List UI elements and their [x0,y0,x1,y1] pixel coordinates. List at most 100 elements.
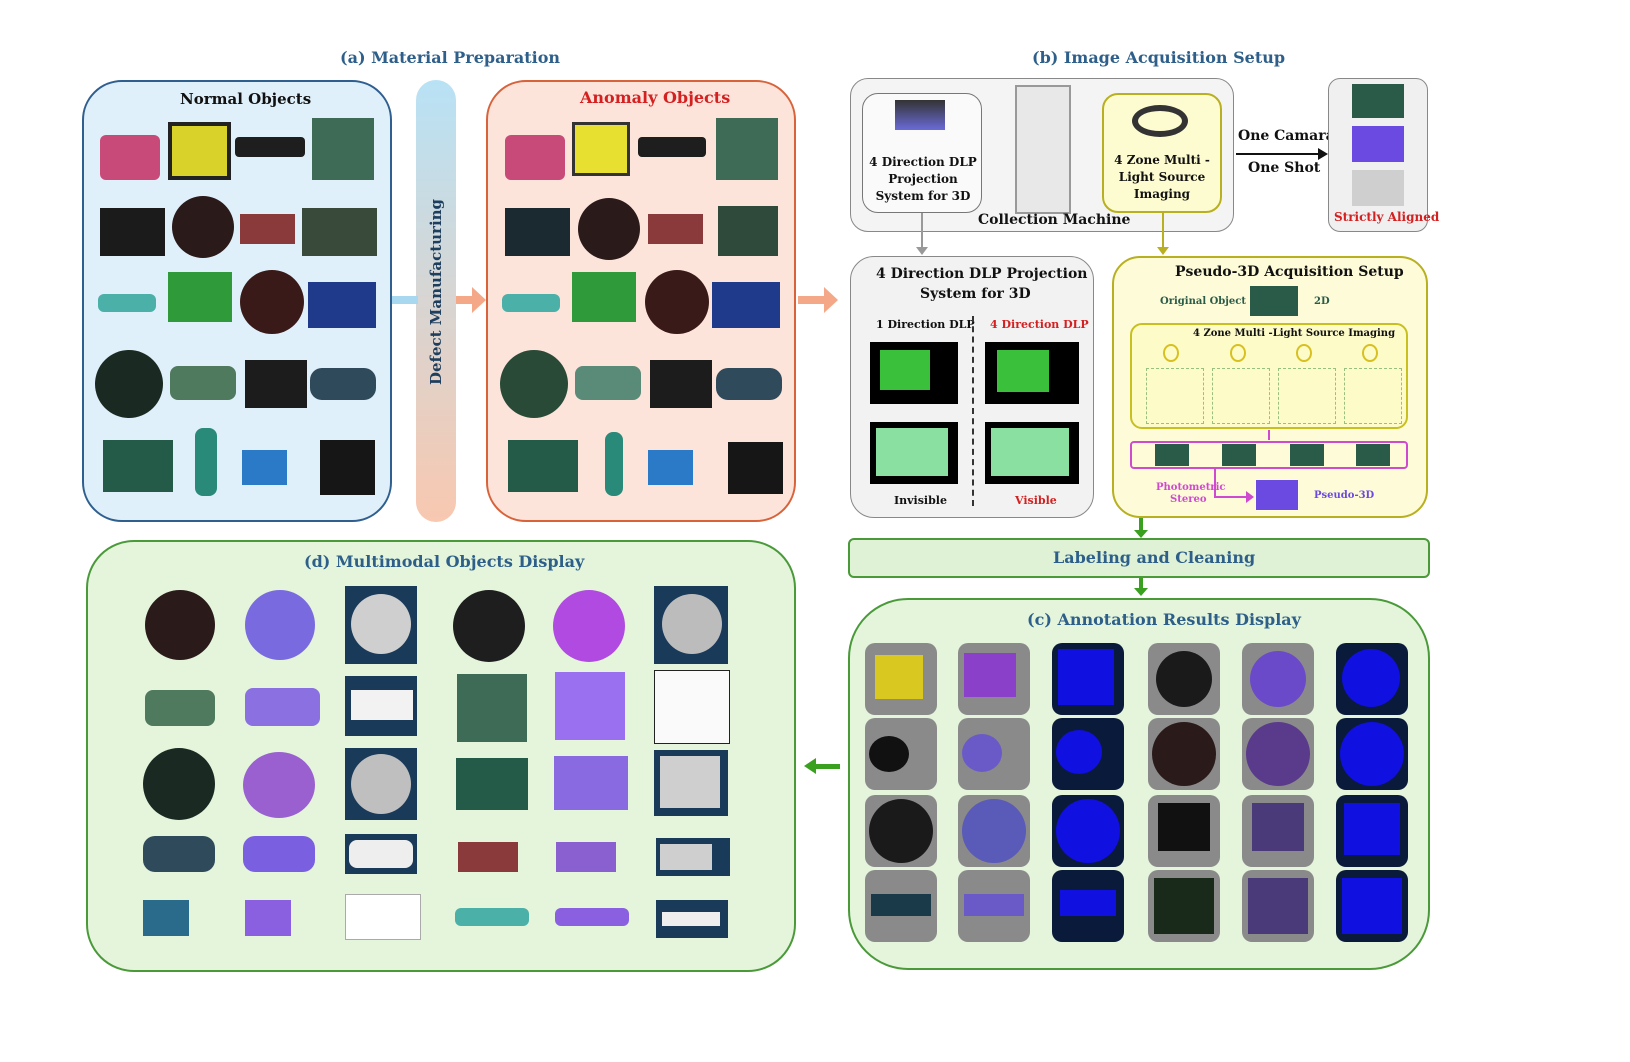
object-brown-speaker [240,270,304,334]
anomaly-objects-label: Anomaly Objects [580,88,731,107]
mm-speaker-depth [654,586,728,664]
arrow-head-defect [472,287,486,313]
mm-cyan-switch-depth [656,900,728,938]
object-black-clip [235,137,305,157]
anomaly-green-terminal [716,118,778,180]
anomaly-red-module [648,214,703,244]
mm-cyan-switch-rgb [455,908,529,926]
label-2d: 2D [1314,296,1330,307]
annotation-thumb-4-3 [1052,870,1124,942]
anomaly-pcb-board [718,206,778,256]
anomaly-black-clip [638,137,706,157]
mm-ferrite-rgb [143,836,215,872]
mm-disc-depth [345,586,417,664]
object-pcb-board [302,208,377,256]
light-image-4 [1356,444,1390,466]
mm-terminal-normal [555,672,625,740]
annotation-thumb-3-2 [958,795,1030,867]
light-image-1 [1155,444,1189,466]
annotation-thumb-1-5 [1242,643,1314,715]
mm-sensor-depth [345,894,421,940]
annotation-results-title: (c) Annotation Results Display [1027,610,1301,629]
aligned-rgb-image [1352,84,1404,118]
object-blue-connector [308,282,376,328]
connector-light-down [1162,213,1164,249]
zone-grid-4 [1344,368,1402,424]
mm-red-module-depth [656,838,730,876]
annotation-thumb-3-3 [1052,795,1124,867]
annotation-thumb-2-5 [1242,718,1314,790]
anomaly-black-relay [728,442,783,494]
annotation-thumb-3-1 [865,795,937,867]
dir4-label: 4 Direction DLP [990,318,1089,331]
anomaly-green-block [572,272,636,322]
labeling-cleaning-label: Labeling and Cleaning [1053,548,1256,567]
mm-speaker-rgb [453,590,525,662]
object-ferrite-core [310,368,376,400]
anomaly-round-disc [578,198,640,260]
object-green-cylinder [170,366,236,400]
connector-light-head [1157,247,1169,255]
anomaly-fork-terminal [605,432,623,496]
annotation-thumb-3-4 [1148,795,1220,867]
mm-red-module-normal [556,842,616,872]
mm-ferrite-depth [345,834,417,874]
mm-housing-normal [554,756,628,810]
mm-cylinder-depth [345,676,417,736]
anomaly-green-cylinder [575,366,641,400]
annotation-thumb-4-1 [865,870,937,942]
connector-dlp-down [921,213,923,249]
defect-manufacturing-label: Defect Manufacturing [427,198,445,386]
mm-cylinder-rgb [145,690,215,726]
light-source-label: 4 Zone Multi - Light Source Imaging [1114,153,1210,201]
mm-housing-rgb [456,758,528,810]
pseudo3d-label: Pseudo-3D [1314,490,1375,501]
object-green-block [168,272,232,322]
light-image-3 [1290,444,1324,466]
object-black-relay [320,440,375,495]
labeling-cleaning-bar [848,538,1430,578]
defect-manufacturing-bar [416,80,456,522]
annotation-thumb-1-1 [865,643,937,715]
mm-disc-rgb [145,590,215,660]
mm-fan-normal [243,752,315,818]
normal-objects-label: Normal Objects [180,90,312,108]
collection-machine-label: Collection Machine [978,212,1131,228]
annotation-results-panel [848,598,1430,970]
zone-grid-2 [1212,368,1270,424]
mm-cyan-switch-normal [555,908,629,926]
anomaly-pink-connector [505,135,565,180]
mm-ferrite-normal [243,836,315,872]
arrow-normal-to-defect [392,296,418,304]
arrow-to-labeling-head [1134,530,1148,538]
anomaly-blue-sensor [648,450,693,485]
object-black-switch [100,208,165,256]
object-blue-sensor [242,450,287,485]
annotation-thumb-2-6 [1336,718,1408,790]
anomaly-yellow-transformer [572,122,630,176]
arrow-head-anomaly [824,287,838,313]
anomaly-blue-connector [712,282,780,328]
mm-terminal-depth [654,670,730,744]
dlp-4dir-image-bottom [985,422,1079,484]
title-image-acquisition: (b) Image Acquisition Setup [1032,48,1286,67]
object-round-disc [172,196,234,258]
dlp-panel-title-line2: System for 3D [920,286,1031,302]
dlp-divider [972,316,974,506]
annotation-thumb-4-2 [958,870,1030,942]
one-shot-label: One Shot [1248,160,1321,176]
ring-light-icon [1132,105,1188,137]
anomaly-fan [500,350,568,418]
connector-dlp-head [916,247,928,255]
multimodal-display-title: (d) Multimodal Objects Display [304,552,585,571]
one-shot-arrow-head [1318,148,1328,160]
annotation-thumb-2-3 [1052,718,1124,790]
mm-sensor-normal [245,900,291,936]
photometric-arrow-h [1214,496,1248,498]
arrow-to-annotation [1139,578,1143,590]
pseudo3d-title: Pseudo-3D Acquisition Setup [1175,264,1404,280]
dlp-1dir-image-top [870,342,958,404]
anomaly-black-angle-connector [650,360,712,408]
visible-label: Visible [1015,494,1057,507]
mm-sensor-rgb [143,900,189,936]
